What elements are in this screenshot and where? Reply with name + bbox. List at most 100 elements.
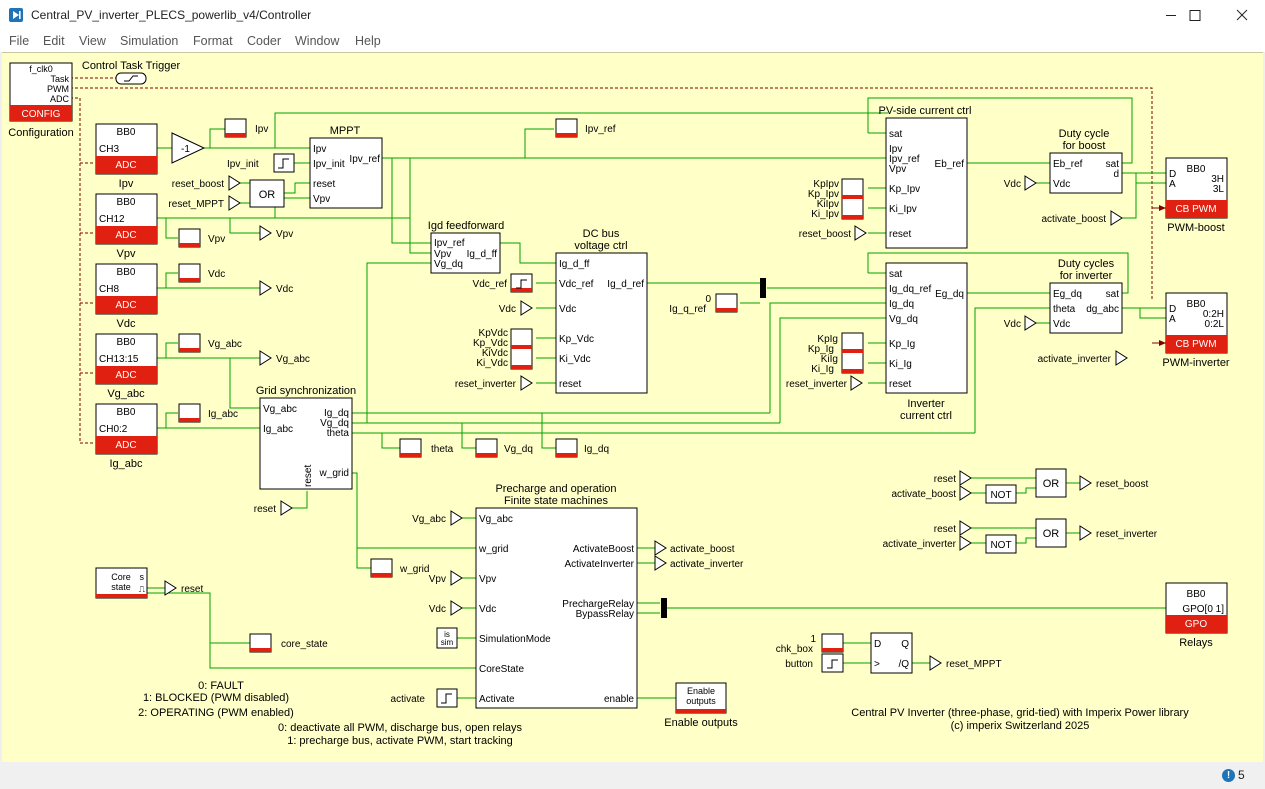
fsm-port: Activate [479,694,515,705]
dff-port: /Q [898,659,909,670]
chk-box-label[interactable]: chk_box [776,644,813,655]
close-icon[interactable] [1219,0,1265,31]
menu-file[interactable]: File [9,34,30,48]
duty-boost-block[interactable]: Eb_ref Vdc sat d [1049,152,1123,194]
ipv-init-step[interactable] [273,153,295,173]
or-label: OR [1043,528,1060,540]
or-gate-boost[interactable]: OR [1035,468,1067,498]
config-port-pwm: PWM [47,84,69,94]
mppt-port: Ipv_ref [349,154,380,165]
task-trigger-block[interactable] [115,72,147,85]
pvctrl-reset-label: reset_boost [799,229,851,240]
fsm-port: Vpv [479,574,496,585]
adc-channel: CH0:2 [99,424,128,435]
pwm-boost-caption: PWM-boost [1167,222,1224,234]
relays-gpo-block[interactable]: BB0 GPO[0 1] GPO [1165,582,1228,634]
label-ipv-ref: Ipv_ref [585,124,616,135]
relays-caption: Relays [1179,637,1213,649]
core-goto-reset: reset [181,584,203,595]
dutyb-port: Vdc [1053,179,1070,190]
pwm-inverter-block[interactable]: BB0 D A 0:2H 0:2L CB PWM [1165,292,1228,354]
igd-feedforward-block[interactable]: Ipv_ref Vpv Vg_dq Ig_d_ff [430,232,501,274]
pwm-boost-block[interactable]: BB0 D A 3H 3L CB PWM [1165,157,1228,219]
activate-step[interactable] [436,688,458,708]
not-label: NOT [990,490,1011,501]
button-label[interactable]: button [785,659,813,670]
core-state-block[interactable]: Core state s ⎍ [95,567,148,599]
duty-inv-title1: Duty cycles [1058,258,1115,270]
adc-vgabc-block[interactable]: BB0 CH13:15 ADC [95,333,158,385]
pvctrl-kp2: Kp_Ipv [808,189,839,200]
menu-help[interactable]: Help [355,34,381,48]
invctrl-kp1: KpIg [817,334,838,345]
adc-channel: CH13:15 [99,354,139,365]
dcbus-kp2: Kp_Vdc [473,338,508,349]
adc-vpv-block[interactable]: BB0 CH12 ADC [95,193,158,245]
pvctrl-ki1: KiIpv [817,199,839,210]
inverter-ctrl-block[interactable]: sat Ig_dq_ref Ig_dq Vg_dq Kp_Ig Ki_Ig re… [885,262,968,394]
adc-igabc-block[interactable]: BB0 CH0:2 ADC [95,403,158,455]
not-gate-boost[interactable]: NOT [985,484,1017,504]
note-act2: 1: precharge bus, activate PWM, start tr… [287,735,513,747]
maximize-icon[interactable] [1172,0,1218,31]
fsm-block[interactable]: Vg_abc w_grid Vpv Vdc SimulationMode Cor… [475,507,638,709]
menu-edit[interactable]: Edit [43,34,65,48]
inv-ctrl-title1: Inverter [907,398,945,410]
menu-window[interactable]: Window [295,34,340,48]
or-gate-mppt[interactable]: OR [249,179,285,208]
gain-block[interactable]: -1 [171,132,206,164]
schematic-canvas[interactable]: f_clk0 Task PWM ADC CONFIG Configuration… [2,52,1263,763]
dcbus-vdcref-label: Vdc_ref [473,279,508,290]
invctrl-port: Ig_dq_ref [889,284,931,295]
pvctrl-kp1: KpIpv [813,179,839,190]
dff-port: Q [901,639,909,650]
not-gate-inverter[interactable]: NOT [985,534,1017,554]
inv-ctrl-title2: current ctrl [900,410,952,422]
duty-inverter-block[interactable]: Eg_dq theta Vdc sat dg_abc [1049,282,1123,334]
dutyb-port: sat [1106,159,1120,170]
d-flipflop-block[interactable]: D > Q /Q [870,632,913,674]
adc-vdc-block[interactable]: BB0 CH8 ADC [95,263,158,315]
mppt-title: MPPT [330,125,361,137]
logic-inv-in1: reset [934,524,956,535]
pv-current-ctrl-block[interactable]: sat Ipv Ipv_ref Vpv Kp_Ipv Ki_Ipv reset … [885,117,968,249]
invctrl-port: Ki_Ig [889,359,912,370]
fsm-title1: Precharge and operation [495,483,616,495]
mppt-port: Ipv_init [313,159,345,170]
menu-simulation[interactable]: Simulation [120,34,179,48]
mppt-port: Vpv [313,194,330,205]
enable-outputs-block[interactable]: Enable outputs [675,682,727,714]
adc-channel: CH3 [99,144,119,155]
mux-igdq[interactable] [760,278,766,298]
grid-sync-block[interactable]: Vg_abc Ig_abc Ig_dq Vg_dq theta w_grid r… [259,397,353,490]
adc-caption-vgabc: Vg_abc [107,388,145,400]
ipv-init-label: Ipv_init [227,159,259,170]
invctrl-port: Vg_dq [889,314,918,325]
mux-relays[interactable] [661,598,667,618]
info-icon[interactable]: ! [1222,769,1235,782]
igq-value: 0 [705,294,711,305]
fsm-title2: Finite state machines [504,495,608,507]
pvctrl-ki2: Ki_Ipv [811,209,839,220]
pvctrl-port: Eb_ref [935,159,965,170]
gsync-port: Ig_abc [263,424,293,435]
gridsync-title: Grid synchronization [256,385,356,397]
mppt-block[interactable]: Ipv Ipv_init reset Vpv Ipv_ref [309,137,383,209]
or-gate-inverter[interactable]: OR [1035,518,1067,548]
dutyb-vdc-label: Vdc [1004,179,1021,190]
config-block[interactable]: f_clk0 Task PWM ADC CONFIG [9,62,73,122]
dcbus-ctrl-block[interactable]: Ig_d_ff Vdc_ref Vdc Kp_Vdc Ki_Vdc reset … [555,252,648,394]
label-vpv: Vpv [208,234,225,245]
adc-tag: ADC [115,370,136,381]
note-state1: 0: FAULT [198,680,244,692]
menu-coder[interactable]: Coder [247,34,282,48]
scope-blocks[interactable] [178,118,864,673]
adc-ipv-block[interactable]: BB0 CH3 ADC [95,123,158,175]
sim-mode-block[interactable]: is sim [436,627,458,649]
menu-view[interactable]: View [79,34,106,48]
label-vdc: Vdc [208,269,225,280]
pvctrl-port: sat [889,129,903,140]
menu-format[interactable]: Format [193,34,233,48]
igd-ff-title: Igd feedforward [428,220,504,232]
minimize-icon[interactable] [1148,0,1194,31]
